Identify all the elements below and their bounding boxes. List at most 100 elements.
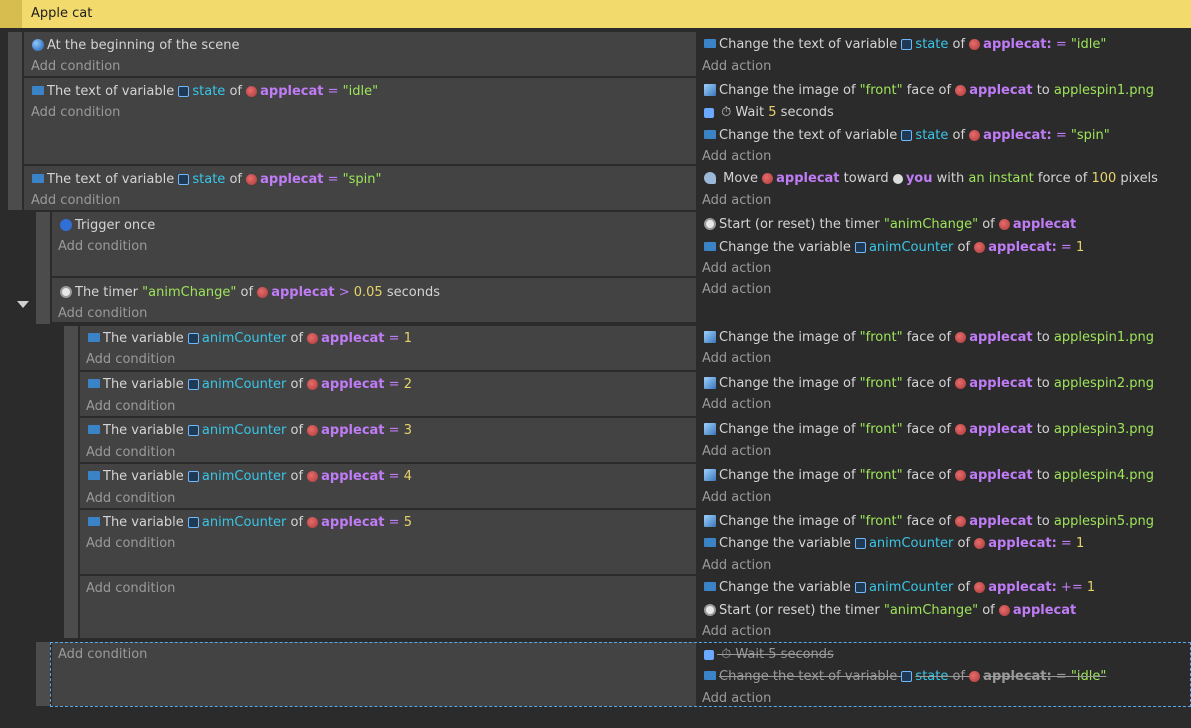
group-drag-handle[interactable] — [0, 0, 22, 28]
condition-cell[interactable]: The variable animCounter of applecat = 3… — [80, 418, 696, 462]
condition-cell[interactable]: The variable animCounter of applecat = 1… — [80, 326, 696, 370]
add-condition-link[interactable]: Add condition — [58, 306, 148, 321]
condition-row[interactable]: The text of variable state of applecat =… — [32, 171, 382, 188]
action-row[interactable]: Change the image of "front" face of appl… — [704, 329, 1154, 346]
add-condition-link[interactable]: Add condition — [86, 445, 176, 460]
add-action-link[interactable]: Add action — [702, 351, 772, 366]
action-cell[interactable]: Change the image of "front" face of appl… — [698, 326, 1191, 370]
condition-cell[interactable]: At the beginning of the scene Add condit… — [24, 32, 696, 76]
object-name: you — [905, 171, 933, 186]
collapse-arrow-icon[interactable] — [17, 301, 29, 308]
applecat-sprite-icon — [969, 671, 981, 682]
action-row[interactable]: Change the variable animCounter of apple… — [704, 239, 1084, 256]
add-condition-link[interactable]: Add condition — [31, 193, 121, 208]
add-action-link[interactable]: Add action — [702, 624, 772, 639]
action-cell[interactable]: Start (or reset) the timer "animChange" … — [698, 212, 1191, 276]
action-cell[interactable]: Change the image of "front" face of appl… — [698, 372, 1191, 416]
variable-icon — [901, 671, 913, 682]
applecat-sprite-icon — [955, 85, 967, 96]
add-action-link[interactable]: Add action — [702, 397, 772, 412]
condition-row[interactable]: The variable animCounter of applecat = 2 — [88, 376, 412, 393]
add-condition-link[interactable]: Add condition — [31, 59, 121, 74]
string-value: "idle" — [342, 84, 379, 99]
add-action-link[interactable]: Add action — [702, 261, 772, 276]
action-row[interactable]: Change the text of variable state of app… — [704, 127, 1110, 144]
add-condition-link[interactable]: Add condition — [86, 491, 176, 506]
condition-row[interactable]: The variable animCounter of applecat = 5 — [88, 514, 412, 531]
action-cell[interactable]: Add action — [698, 278, 1191, 322]
condition-text: The variable — [103, 377, 184, 392]
add-action-link[interactable]: Add action — [702, 490, 772, 505]
action-cell[interactable]: Change the image of "front" face of appl… — [698, 510, 1191, 574]
add-action-link[interactable]: Add action — [702, 59, 772, 74]
variable-name: animCounter — [201, 423, 287, 438]
condition-row[interactable]: The variable animCounter of applecat = 4 — [88, 468, 412, 485]
add-condition-link[interactable]: Add condition — [86, 399, 176, 414]
condition-cell[interactable]: The variable animCounter of applecat = 2… — [80, 372, 696, 416]
condition-cell[interactable]: The text of variable state of applecat =… — [24, 166, 696, 210]
add-action-link[interactable]: Add action — [702, 193, 772, 208]
condition-row[interactable]: Trigger once — [60, 217, 155, 234]
action-row[interactable]: Change the image of "front" face of appl… — [704, 421, 1154, 438]
condition-row[interactable]: The variable animCounter of applecat = 1 — [88, 330, 412, 347]
file-name: applespin4.png — [1053, 468, 1155, 483]
action-row-disabled[interactable]: Change the text of variable state of app… — [704, 668, 1106, 685]
condition-cell[interactable]: The variable animCounter of applecat = 5… — [80, 510, 696, 574]
action-row[interactable]: Move applecat toward you with an instant… — [704, 170, 1158, 187]
condition-row[interactable]: The variable animCounter of applecat = 3 — [88, 422, 412, 439]
add-action-link[interactable]: Add action — [702, 691, 772, 706]
applecat-sprite-icon — [969, 130, 981, 141]
action-row[interactable]: Change the image of "front" face of appl… — [704, 467, 1154, 484]
action-cell[interactable]: Change the image of "front" face of appl… — [698, 78, 1191, 164]
variable-name: state — [915, 669, 949, 684]
variable-icon — [178, 86, 190, 97]
action-row-disabled[interactable]: ⏱ Wait 5 seconds — [704, 646, 834, 663]
number-value: 1 — [1086, 580, 1096, 595]
action-row[interactable]: Change the image of "front" face of appl… — [704, 375, 1154, 392]
condition-cell[interactable]: The variable animCounter of applecat = 4… — [80, 464, 696, 508]
group-header-apple-cat[interactable]: Apple cat — [0, 0, 1191, 28]
add-action-link[interactable]: Add action — [702, 282, 772, 297]
cube-image-icon — [704, 84, 716, 96]
action-cell[interactable]: ⏱ Wait 5 seconds Change the text of vari… — [698, 642, 1191, 706]
add-condition-link[interactable]: Add condition — [58, 239, 148, 254]
action-cell[interactable]: Change the text of variable state of app… — [698, 32, 1191, 76]
condition-text: The variable — [103, 423, 184, 438]
variable-icon — [178, 174, 190, 185]
condition-cell[interactable]: The text of variable state of applecat =… — [24, 78, 696, 164]
add-condition-link[interactable]: Add condition — [86, 536, 176, 551]
object-name: applecat — [321, 469, 385, 484]
action-row[interactable]: Start (or reset) the timer "animChange" … — [704, 216, 1076, 233]
condition-cell[interactable]: Add condition — [80, 576, 696, 638]
action-row[interactable]: Start (or reset) the timer "animChange" … — [704, 602, 1076, 619]
action-cell[interactable]: Change the variable animCounter of apple… — [698, 576, 1191, 639]
add-condition-link[interactable]: Add condition — [86, 352, 176, 367]
add-action-link[interactable]: Add action — [702, 149, 772, 164]
add-condition-link[interactable]: Add condition — [31, 105, 121, 120]
condition-row[interactable]: The timer "animChange" of applecat > 0.0… — [60, 284, 440, 301]
condition-cell[interactable]: The timer "animChange" of applecat > 0.0… — [52, 278, 696, 322]
action-row[interactable]: Change the text of variable state of app… — [704, 36, 1106, 53]
action-cell[interactable]: Change the image of "front" face of appl… — [698, 464, 1191, 508]
string-value: "front" — [859, 330, 903, 345]
action-row[interactable]: ⏱ Wait 5 seconds — [704, 104, 834, 121]
action-row[interactable]: Change the variable animCounter of apple… — [704, 579, 1095, 596]
condition-cell[interactable]: Trigger once Add condition — [52, 212, 696, 276]
applecat-sprite-icon — [955, 332, 967, 343]
operator: = — [388, 469, 400, 484]
action-row[interactable]: Change the image of "front" face of appl… — [704, 82, 1154, 99]
add-action-link[interactable]: Add action — [702, 444, 772, 459]
action-row[interactable]: Change the image of "front" face of appl… — [704, 513, 1154, 530]
add-condition-link[interactable]: Add condition — [58, 647, 148, 662]
action-row[interactable]: Change the variable animCounter of apple… — [704, 535, 1084, 552]
add-action-link[interactable]: Add action — [702, 558, 772, 573]
object-name: applecat — [1012, 603, 1077, 618]
condition-row[interactable]: The text of variable state of applecat =… — [32, 83, 378, 100]
add-condition-link[interactable]: Add condition — [86, 581, 176, 596]
cube-image-icon — [704, 377, 716, 389]
action-cell[interactable]: Change the image of "front" face of appl… — [698, 418, 1191, 462]
object-name: applecat — [969, 83, 1033, 98]
action-cell[interactable]: Move applecat toward you with an instant… — [698, 166, 1191, 210]
condition-row[interactable]: At the beginning of the scene — [32, 37, 239, 54]
condition-cell[interactable]: Add condition — [52, 642, 696, 706]
